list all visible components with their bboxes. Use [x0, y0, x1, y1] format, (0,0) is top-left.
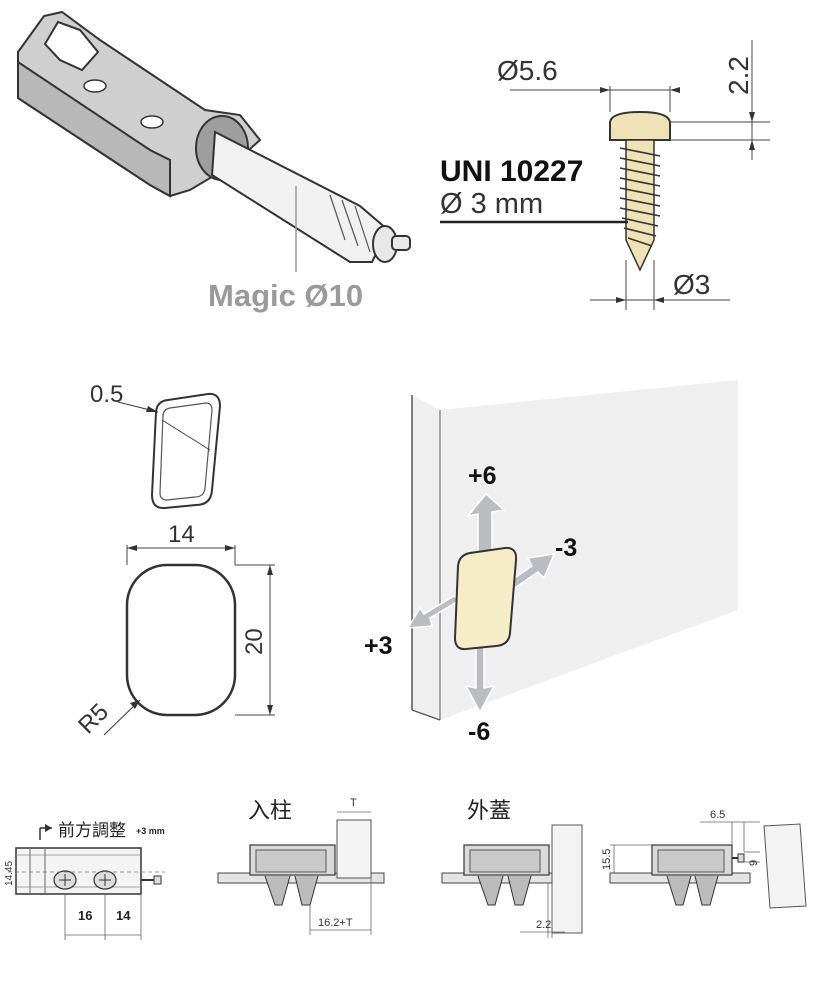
- plate-edge-dim: 0.5: [90, 381, 123, 408]
- inset-dim: 16.2+T: [318, 917, 353, 929]
- right-dim-155: 15.5: [601, 849, 613, 870]
- screw-head-height: 2.2: [723, 56, 754, 95]
- overlay-title: 外蓋: [467, 798, 511, 823]
- magnetic-catch-illustration: [17, 10, 411, 272]
- side-dim-1445: 14.45: [4, 861, 15, 886]
- plate-radius-dim: R5: [73, 698, 114, 739]
- adjust-up: +6: [468, 462, 497, 490]
- clearance-dimension-view: [609, 821, 807, 909]
- screw-standard: UNI 10227: [440, 155, 583, 188]
- front-adjust-note: +3 mm: [136, 826, 165, 836]
- screw-head-diameter: Ø5.6: [497, 55, 558, 86]
- inset-mounting-view: [217, 811, 385, 935]
- dim-14: 14: [116, 908, 131, 923]
- arrow-left: [406, 595, 462, 629]
- screw-thread-spec: Ø 3 mm: [440, 188, 543, 220]
- dim-16: 16: [78, 908, 92, 923]
- screw-illustration: [440, 40, 770, 310]
- right-dim-65: 6.5: [710, 809, 725, 821]
- overlay-dim: 2.2: [536, 919, 551, 931]
- plate-front-view: [103, 545, 275, 736]
- front-adjust-title: 前方調整: [58, 821, 126, 840]
- adjust-down: -6: [468, 718, 490, 746]
- overlay-mounting-view: [441, 824, 583, 938]
- magic-label: Magic Ø10: [208, 278, 363, 313]
- screw-shank-diameter: Ø3: [673, 269, 710, 300]
- right-dim-9: 9: [748, 860, 760, 866]
- adjustment-panel-illustration: [406, 380, 738, 721]
- plate-width-dim: 14: [168, 521, 195, 548]
- inset-t-label: T: [350, 797, 357, 809]
- adjust-left: +3: [364, 632, 393, 660]
- plate-detail-illustration: [117, 392, 222, 510]
- plate-height-dim: 20: [241, 628, 268, 655]
- front-adjust-view: [8, 824, 165, 940]
- inset-title: 入柱: [248, 798, 292, 823]
- adjust-right: -3: [555, 534, 577, 562]
